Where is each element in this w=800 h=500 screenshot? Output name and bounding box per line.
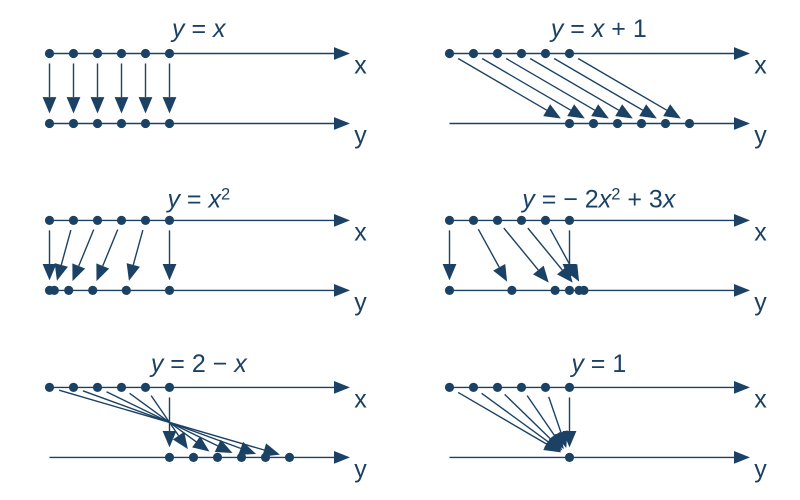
svg-text:x: x [754,385,767,413]
svg-text:y = 2 − x: y = 2 − x [149,350,248,378]
svg-text:y = x: y = x [170,15,227,43]
svg-text:y: y [354,288,367,316]
svg-text:y: y [354,122,367,150]
svg-text:x: x [354,52,367,80]
svg-text:y = 1: y = 1 [569,350,626,378]
svg-text:y: y [354,455,367,483]
svg-text:y: y [754,455,767,483]
svg-text:x: x [354,385,367,413]
svg-text:x: x [354,218,367,246]
svg-text:y = x2: y = x2 [165,186,230,214]
svg-text:y = x + 1: y = x + 1 [549,15,647,43]
svg-text:y: y [754,288,767,316]
svg-text:x: x [754,218,767,246]
svg-text:y: y [754,122,767,150]
svg-text:x: x [754,52,767,80]
svg-text:y = − 2x2 + 3x: y = − 2x2 + 3x [520,186,677,214]
